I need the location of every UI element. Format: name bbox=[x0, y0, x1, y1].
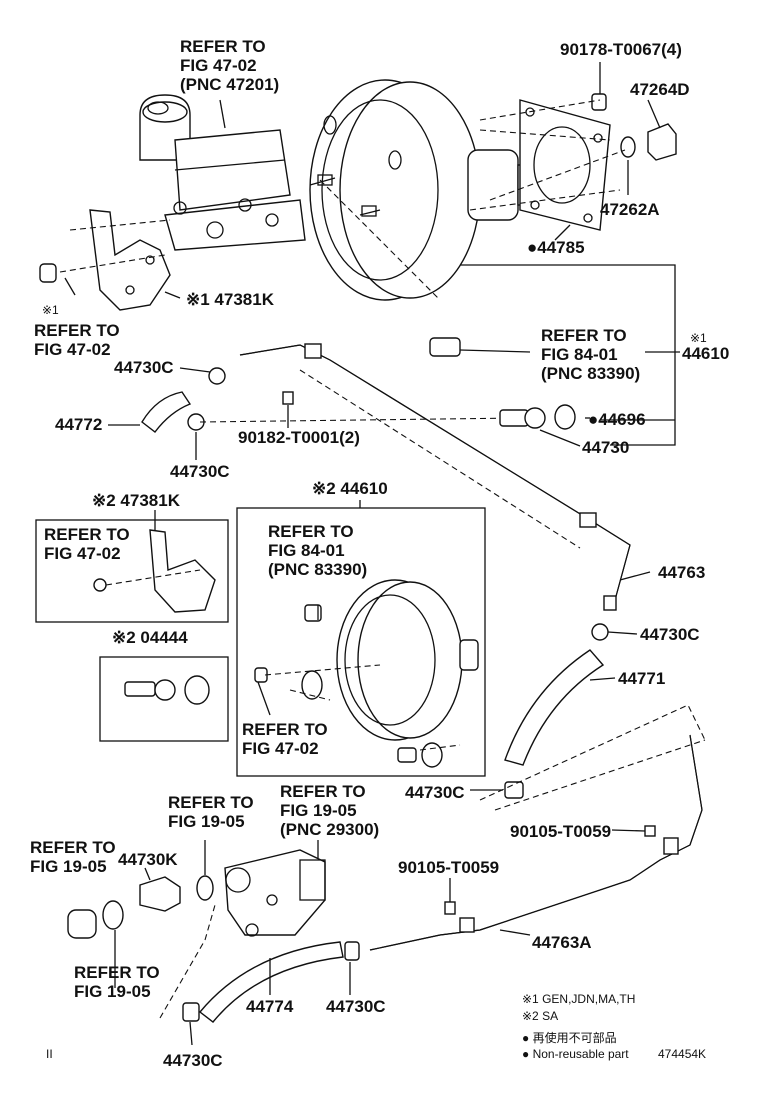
oring-a bbox=[196, 875, 214, 901]
label-44730c-e: 44730C bbox=[326, 997, 386, 1016]
refer-47-02-box2-1: REFER TO bbox=[242, 720, 328, 739]
bolt-90105-b bbox=[444, 901, 456, 915]
leader-lines bbox=[64, 62, 661, 1046]
label-44785: ●44785 bbox=[527, 238, 585, 257]
refer-84-01-top-3: (PNC 83390) bbox=[541, 364, 640, 383]
oring-b bbox=[102, 900, 124, 930]
label-44730c-f: 44730C bbox=[163, 1051, 223, 1070]
box-04444-kit bbox=[99, 656, 229, 742]
vacuum-hose-44774 bbox=[198, 941, 344, 1023]
label-47264d: 47264D bbox=[630, 80, 690, 99]
clamp-44730c-d bbox=[504, 781, 524, 799]
refer-84-01-top-1: REFER TO bbox=[541, 326, 627, 345]
refer-47-02-left-1: REFER TO bbox=[34, 321, 120, 340]
refer-84-01-top-2: FIG 84-01 bbox=[541, 345, 618, 364]
legend-line-2: ※2 SA bbox=[522, 1009, 558, 1023]
refer-19-05-a-2: FIG 19-05 bbox=[168, 812, 245, 831]
vacuum-pump bbox=[224, 849, 326, 937]
label-90105-b: 90105-T0059 bbox=[398, 858, 499, 877]
vacuum-hose-44772 bbox=[141, 391, 192, 433]
label-44774: 44774 bbox=[246, 997, 294, 1016]
clamp-44730c-e bbox=[344, 941, 360, 961]
refer-47-02-box-1: REFER TO bbox=[44, 525, 130, 544]
sensor-refer-84-01 bbox=[429, 337, 461, 357]
refer-84-01-box-1: REFER TO bbox=[268, 522, 354, 541]
washer-47262a bbox=[620, 136, 636, 158]
refer-19-05-b-3: (PNC 29300) bbox=[280, 820, 379, 839]
bracket-47381k bbox=[89, 209, 171, 311]
nut-left bbox=[39, 263, 57, 283]
label-note1: ※1 bbox=[42, 303, 59, 317]
check-valve-44730 bbox=[499, 404, 576, 430]
part-labels: REFER TO FIG 47-02 (PNC 47201) 90178-T00… bbox=[30, 37, 729, 1070]
refer-47-02-left-2: FIG 47-02 bbox=[34, 340, 111, 359]
gasket-plate-44785 bbox=[519, 99, 611, 231]
box-44610-sa bbox=[236, 507, 486, 777]
label-44730c-a: 44730C bbox=[114, 358, 174, 377]
label-44610-2: ※2 44610 bbox=[312, 479, 388, 498]
label-44763: 44763 bbox=[658, 563, 705, 582]
master-cylinder bbox=[139, 94, 306, 251]
label-44771: 44771 bbox=[618, 669, 665, 688]
refer-19-05-c-2: FIG 19-05 bbox=[30, 857, 107, 876]
label-47381k-2: ※2 47381K bbox=[92, 491, 181, 510]
legend-line-3: ● 再使用不可部品 bbox=[522, 1030, 617, 1045]
label-44772: 44772 bbox=[55, 415, 102, 434]
label-90178: 90178-T0067(4) bbox=[560, 40, 682, 59]
box-47381k-sa bbox=[35, 519, 229, 623]
nut-90178 bbox=[591, 93, 607, 111]
refer-47-02-box2-2: FIG 47-02 bbox=[242, 739, 319, 758]
legend-line-1: ※1 GEN,JDN,MA,TH bbox=[522, 992, 635, 1006]
clamp-44730c-c bbox=[591, 623, 609, 641]
label-90182: 90182-T0001(2) bbox=[238, 428, 360, 447]
refer-47-02-top-3: (PNC 47201) bbox=[180, 75, 279, 94]
label-44730c-d: 44730C bbox=[405, 783, 465, 802]
label-44610: 44610 bbox=[682, 344, 729, 363]
vacuum-pipe-44763a bbox=[369, 734, 703, 951]
legend-line-4: ● Non-reusable part bbox=[522, 1047, 629, 1061]
refer-84-01-box-3: (PNC 83390) bbox=[268, 560, 367, 579]
label-44730c-b: 44730C bbox=[170, 462, 230, 481]
label-44763a: 44763A bbox=[532, 933, 592, 952]
refer-47-02-top-2: FIG 47-02 bbox=[180, 56, 257, 75]
refer-19-05-d-2: FIG 19-05 bbox=[74, 982, 151, 1001]
check-valve-90182 bbox=[282, 391, 294, 405]
legend: ※1 GEN,JDN,MA,TH ※2 SA ● 再使用不可部品 ● Non-r… bbox=[46, 992, 706, 1061]
clip-47264d bbox=[647, 123, 677, 161]
label-90105-a: 90105-T0059 bbox=[510, 822, 611, 841]
label-44696: ●44696 bbox=[588, 410, 646, 429]
clamp-44730c-f bbox=[182, 1002, 200, 1022]
vacuum-pipe-44763 bbox=[239, 343, 631, 611]
union-44730k bbox=[139, 876, 181, 912]
refer-19-05-a-1: REFER TO bbox=[168, 793, 254, 812]
label-47262a: 47262A bbox=[600, 200, 660, 219]
cap-plug bbox=[67, 909, 97, 939]
refer-84-01-box-2: FIG 84-01 bbox=[268, 541, 345, 560]
refer-19-05-c-1: REFER TO bbox=[30, 838, 116, 857]
label-note1-right: ※1 bbox=[690, 331, 707, 345]
label-44730: 44730 bbox=[582, 438, 629, 457]
corner-mark: II bbox=[46, 1047, 53, 1061]
bolt-90105-a bbox=[644, 825, 656, 837]
label-47381k-1: ※1 47381K bbox=[186, 290, 275, 309]
refer-19-05-d-1: REFER TO bbox=[74, 963, 160, 982]
label-04444: ※2 04444 bbox=[112, 628, 188, 647]
vacuum-hose-44771 bbox=[504, 649, 605, 766]
clamp-44730c-a bbox=[208, 367, 226, 385]
label-44730c-c: 44730C bbox=[640, 625, 700, 644]
refer-47-02-top-1: REFER TO bbox=[180, 37, 266, 56]
label-44730k: 44730K bbox=[118, 850, 178, 869]
refer-19-05-b-2: FIG 19-05 bbox=[280, 801, 357, 820]
diagram-code: 474454K bbox=[658, 1047, 706, 1061]
refer-47-02-box-2: FIG 47-02 bbox=[44, 544, 121, 563]
refer-19-05-b-1: REFER TO bbox=[280, 782, 366, 801]
